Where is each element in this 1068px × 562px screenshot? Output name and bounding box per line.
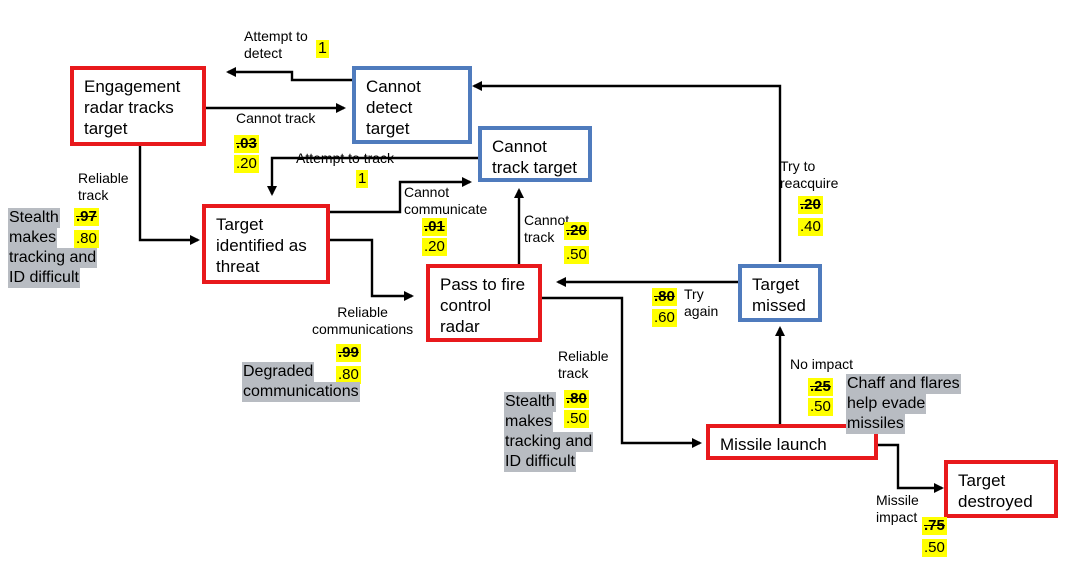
node-target-missed: Target missed [738,264,822,322]
arrow-missile-impact [878,443,944,493]
label-no-impact: No impact [790,356,854,372]
label-cannot-track: Cannot track [236,110,316,126]
arrow-reliable-track-2 [542,296,702,448]
prob-reliable-comms-old: .99 [336,344,361,362]
prob-reliable-comms-new: .80 [336,366,361,384]
arrow-reliable-track [138,144,200,245]
label-reliable-track: Reliable track [78,170,129,203]
prob-cannot-communicate-old: .01 [422,218,447,236]
prob-reacquire-old: .20 [798,196,823,214]
label-try-again: Try again [684,286,719,319]
arrow-reliable-communications [330,238,414,301]
node-target-destroyed: Target destroyed [944,460,1058,518]
arrow-attempt-to-track [267,156,478,196]
label-reliable-track-2: Reliable track [558,348,609,381]
note-line: Stealth [504,392,556,412]
prob-reliable-track-new: .80 [74,230,99,248]
prob-no-impact-old: .25 [808,378,833,396]
note-stealth-1: Stealth makes tracking and ID difficult [8,208,98,288]
prob-try-again-old: .80 [652,288,677,306]
node-pass-to-fire-control: Pass to fire control radar [426,264,542,342]
prob-try-again-new: .60 [652,309,677,327]
prob-reliable-track-old: .97 [74,208,99,226]
arrow-reacquire [472,81,782,262]
prob-reliable-track2-new: .50 [564,410,589,428]
prob-reliable-track2-old: .80 [564,390,589,408]
label-try-to-reacquire: Try to reacquire [780,158,839,191]
label-cannot-communicate: Cannot communicate [404,184,488,217]
note-chaff-and-flares: Chaff and flares help evade missiles [846,374,961,434]
note-line: Chaff and flares [846,374,961,394]
node-engagement-radar: Engagement radar tracks target [70,66,206,146]
note-line: ID difficult [504,452,576,472]
note-line: makes [8,228,58,248]
note-line: tracking and [8,248,98,268]
prob-cannot-track2-new: .50 [564,246,589,264]
prob-cannot-track-new: .20 [234,155,259,173]
note-line: communications [242,382,360,402]
node-target-identified: Target identified as threat [202,204,330,284]
note-line: help evade [846,394,927,414]
arrow-attempt-to-detect [226,67,352,82]
note-degraded-communications: Degraded communications [242,362,360,402]
label-reliable-communications: Reliable communications [312,304,414,337]
label-attempt-to-detect: Attempt to detect [244,28,308,61]
prob-reacquire-new: .40 [798,218,823,236]
prob-cannot-communicate-new: .20 [422,238,447,256]
arrow-cannot-communicate [330,177,472,214]
label-attempt-to-track: Attempt to track [296,150,395,166]
note-line: ID difficult [8,268,80,288]
prob-cannot-track2-old: .20 [564,222,589,240]
prob-attempt-to-track: 1 [356,170,369,188]
prob-missile-impact-old: .75 [922,517,947,535]
label-missile-impact: Missile impact [876,492,919,525]
prob-attempt-to-detect: 1 [316,40,329,58]
prob-cannot-track-old: .03 [234,135,259,153]
note-line: tracking and [504,432,594,452]
note-line: Stealth [8,208,60,228]
prob-no-impact-new: .50 [808,398,833,416]
node-cannot-track: Cannot track target [478,126,592,182]
note-line: makes [504,412,554,432]
prob-missile-impact-new: .50 [922,539,947,557]
node-missile-launch: Missile launch [706,424,878,460]
note-line: Degraded [242,362,315,382]
node-cannot-detect: Cannot detect target [352,66,472,144]
label-cannot-track-2: Cannot track [524,212,570,245]
note-line: missiles [846,414,905,434]
note-stealth-2: Stealth makes tracking and ID difficult [504,392,594,472]
